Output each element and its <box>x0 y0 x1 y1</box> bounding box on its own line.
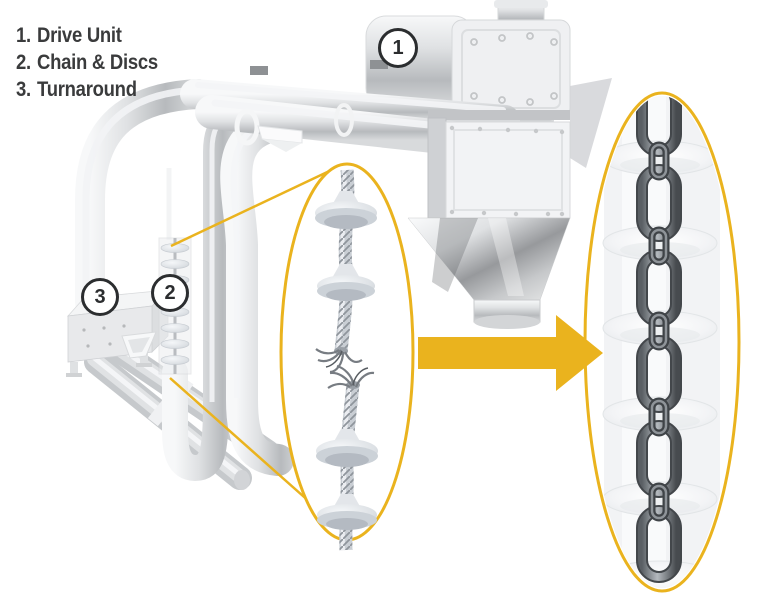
frame-edge <box>570 78 612 168</box>
rope-discs-callout <box>279 162 415 551</box>
marker-drive-unit: 1 <box>378 28 418 68</box>
callout-leader-lines <box>169 164 341 505</box>
legend-number: 1. <box>16 24 31 47</box>
marker-turnaround: 3 <box>81 278 119 316</box>
legend-item-drive-unit: 1. Drive Unit <box>16 22 158 49</box>
legend-label: Drive Unit <box>37 24 122 47</box>
front-tubes <box>162 60 487 482</box>
legend-number: 3. <box>16 78 31 101</box>
legend-label: Chain & Discs <box>37 51 158 74</box>
legend-item-chain-discs: 2. Chain & Discs <box>16 49 158 76</box>
inlet-housing-hopper <box>407 110 571 329</box>
marker-chain-discs: 2 <box>151 274 189 312</box>
legend-label: Turnaround <box>37 78 137 101</box>
chain-discs-callout <box>583 91 741 593</box>
legend: 1. Drive Unit 2. Chain & Discs 3. Turnaroun… <box>16 22 158 103</box>
rope-disc <box>315 191 378 530</box>
legend-item-turnaround: 3. Turnaround <box>16 76 158 103</box>
transition-arrow-icon <box>418 315 603 391</box>
chain-links <box>636 96 682 583</box>
legend-number: 2. <box>16 51 31 74</box>
